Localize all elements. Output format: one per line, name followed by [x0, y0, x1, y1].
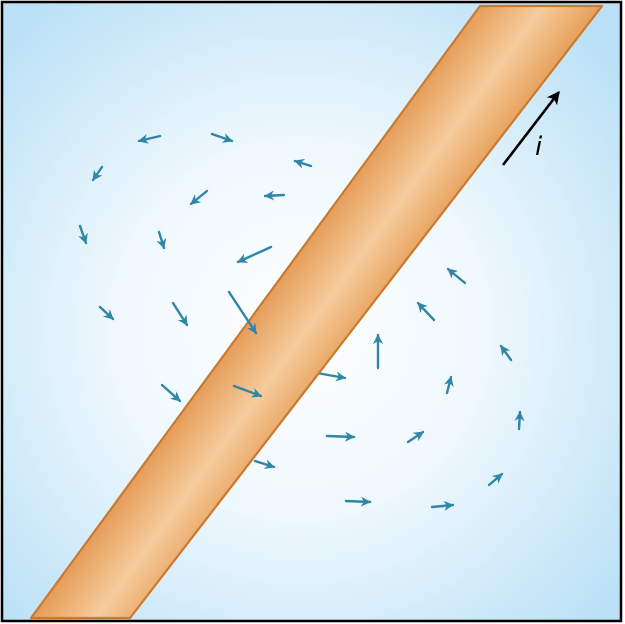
field-arrows-behind-wire: [78, 132, 525, 511]
field-vector-arrow: [210, 132, 234, 143]
field-vector-arrow: [91, 165, 104, 182]
field-arrows-front-of-wire: [160, 290, 263, 403]
current-label: i: [535, 132, 543, 162]
field-vector-arrow: [446, 267, 467, 285]
field-vector-arrow: [98, 305, 115, 321]
field-vector-arrow: [137, 133, 162, 144]
field-vector-arrow: [406, 430, 425, 444]
field-vector-arrow: [293, 158, 313, 169]
field-vector-arrow: [344, 496, 372, 507]
field-vector-arrow: [189, 189, 209, 206]
field-vector-arrow: [156, 230, 167, 250]
field-vector-arrow: [236, 245, 273, 264]
field-vector-arrow: [227, 290, 258, 335]
current-indicator: i: [501, 90, 561, 166]
wire-body: [29, 4, 604, 620]
current-carrying-wire: [29, 4, 604, 620]
field-vector-arrow: [430, 500, 455, 511]
field-vector-arrow: [78, 224, 88, 245]
field-vector-arrow: [253, 459, 276, 470]
field-vector-arrow: [514, 410, 525, 431]
field-vector-arrow: [325, 431, 356, 442]
field-vector-arrow: [232, 384, 263, 398]
field-vector-arrow: [160, 383, 182, 403]
field-vector-arrow: [443, 375, 454, 395]
field-vector-arrow: [499, 344, 513, 362]
field-vector-arrow: [487, 472, 504, 487]
field-vector-arrow: [416, 301, 436, 322]
current-arrow: [501, 90, 561, 166]
field-vector-arrow: [263, 190, 286, 201]
field-vector-arrow: [171, 301, 189, 327]
